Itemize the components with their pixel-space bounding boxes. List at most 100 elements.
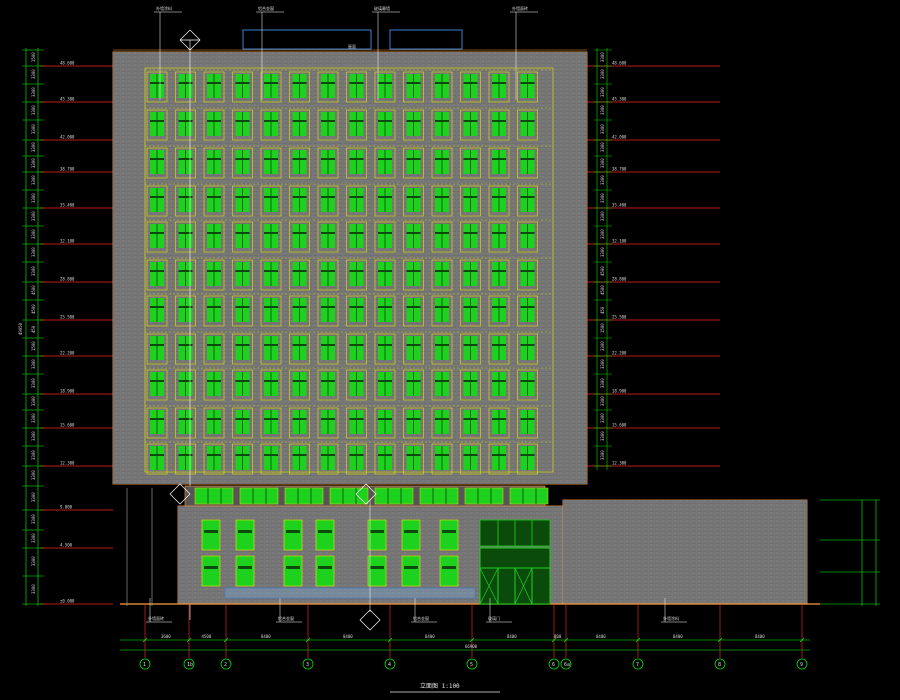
section-marker-mid bbox=[169, 483, 381, 631]
podium-window bbox=[315, 519, 335, 587]
window-frame bbox=[232, 109, 253, 141]
grid-bay-dimension: 8400 bbox=[755, 634, 765, 639]
level-label-right: 18.900 bbox=[612, 389, 627, 394]
dimension-value: 3300 bbox=[600, 229, 605, 239]
dimension-overall: 49050 bbox=[18, 322, 23, 335]
tower-window bbox=[374, 333, 396, 365]
window-frame bbox=[517, 147, 538, 179]
tower-window bbox=[374, 147, 396, 179]
window-frame bbox=[460, 71, 481, 103]
podium-window-sill bbox=[238, 566, 252, 569]
tower-window bbox=[175, 369, 196, 401]
window-frame bbox=[488, 259, 510, 291]
tower-window bbox=[488, 109, 510, 141]
window-frame bbox=[317, 407, 339, 439]
tower-window bbox=[403, 147, 424, 179]
tower-window bbox=[317, 147, 339, 179]
tower-window bbox=[289, 221, 310, 253]
level-label-right: 25.500 bbox=[612, 315, 627, 320]
tower-window bbox=[403, 369, 424, 401]
tower-window bbox=[517, 71, 538, 103]
tower-window bbox=[460, 147, 481, 179]
band-window-glass bbox=[329, 487, 369, 505]
window-frame bbox=[289, 443, 310, 475]
dimension-value: 3300 bbox=[600, 124, 605, 134]
window-frame bbox=[232, 185, 253, 217]
tower-window bbox=[203, 407, 225, 439]
window-frame bbox=[346, 147, 367, 179]
tower-window bbox=[317, 407, 339, 439]
drawing-title: 立面图 1:100 bbox=[390, 682, 500, 693]
dimension-value: 3300 bbox=[600, 175, 605, 185]
tower-window bbox=[317, 443, 339, 475]
dimension-value: 3300 bbox=[600, 413, 605, 423]
window-frame bbox=[460, 109, 481, 141]
window-frame bbox=[232, 369, 253, 401]
dimension-value: 3300 bbox=[31, 142, 36, 152]
podium-window bbox=[235, 519, 255, 587]
tower-window bbox=[146, 221, 168, 253]
tower-window bbox=[146, 185, 168, 217]
dimension-value: 3300 bbox=[31, 396, 36, 406]
dimension-value: 3300 bbox=[600, 87, 605, 97]
band-window bbox=[464, 487, 504, 505]
dimension-value: 3300 bbox=[31, 514, 36, 524]
tower-window bbox=[431, 109, 453, 141]
tower-window bbox=[346, 259, 367, 291]
tower-window bbox=[374, 407, 396, 439]
dimension-value: 3300 bbox=[31, 378, 36, 388]
dimension-value: 3300 bbox=[31, 266, 36, 276]
grid-tick bbox=[563, 637, 569, 643]
window-frame bbox=[175, 185, 196, 217]
window-frame bbox=[317, 71, 339, 103]
tower-window bbox=[232, 185, 253, 217]
window-frame bbox=[403, 369, 424, 401]
tower-window bbox=[431, 185, 453, 217]
grid-bubble-label: 1b bbox=[187, 662, 193, 668]
window-frame bbox=[260, 443, 282, 475]
podium-window-upper bbox=[283, 519, 303, 551]
grid-bubble bbox=[466, 658, 478, 670]
window-frame bbox=[260, 333, 282, 365]
level-label-right: 15.600 bbox=[612, 423, 627, 428]
window-frame bbox=[146, 369, 168, 401]
level-label-right: 28.800 bbox=[612, 277, 627, 282]
podium-window-lower bbox=[315, 555, 335, 587]
grid-bubble-label: 1 bbox=[143, 662, 146, 668]
podium-window-sill bbox=[442, 530, 456, 533]
window-frame bbox=[431, 147, 453, 179]
window-frame bbox=[346, 333, 367, 365]
window-frame bbox=[403, 109, 424, 141]
tower-window bbox=[403, 443, 424, 475]
dimension-value: 3300 bbox=[31, 470, 36, 480]
window-frame bbox=[346, 443, 367, 475]
tower-window bbox=[289, 147, 310, 179]
tower-window bbox=[317, 109, 339, 141]
window-zone-frame bbox=[144, 67, 554, 473]
dimension-value: 3300 bbox=[31, 413, 36, 423]
grid-bubble bbox=[183, 658, 195, 670]
tower-window bbox=[203, 221, 225, 253]
window-frame bbox=[175, 71, 196, 103]
window-frame bbox=[460, 185, 481, 217]
window-frame bbox=[374, 333, 396, 365]
tower-window bbox=[146, 147, 168, 179]
dimension-value: 4500 bbox=[31, 285, 36, 295]
window-frame bbox=[203, 221, 225, 253]
window-frame bbox=[460, 407, 481, 439]
window-frame bbox=[431, 71, 453, 103]
dimension-value: 3300 bbox=[600, 211, 605, 221]
tower-window bbox=[403, 185, 424, 217]
main-entrance[interactable] bbox=[479, 519, 551, 605]
window-frame bbox=[289, 259, 310, 291]
grid-bay-dimension: 8400 bbox=[261, 634, 271, 639]
window-frame bbox=[232, 407, 253, 439]
window-frame bbox=[260, 221, 282, 253]
window-frame bbox=[403, 407, 424, 439]
right-dimension-chain: 3300330033003300330033003300330033003300… bbox=[594, 48, 612, 470]
podium-window-sill bbox=[370, 566, 384, 569]
window-frame bbox=[289, 369, 310, 401]
window-frame bbox=[317, 147, 339, 179]
tower-window bbox=[203, 147, 225, 179]
window-frame bbox=[260, 147, 282, 179]
